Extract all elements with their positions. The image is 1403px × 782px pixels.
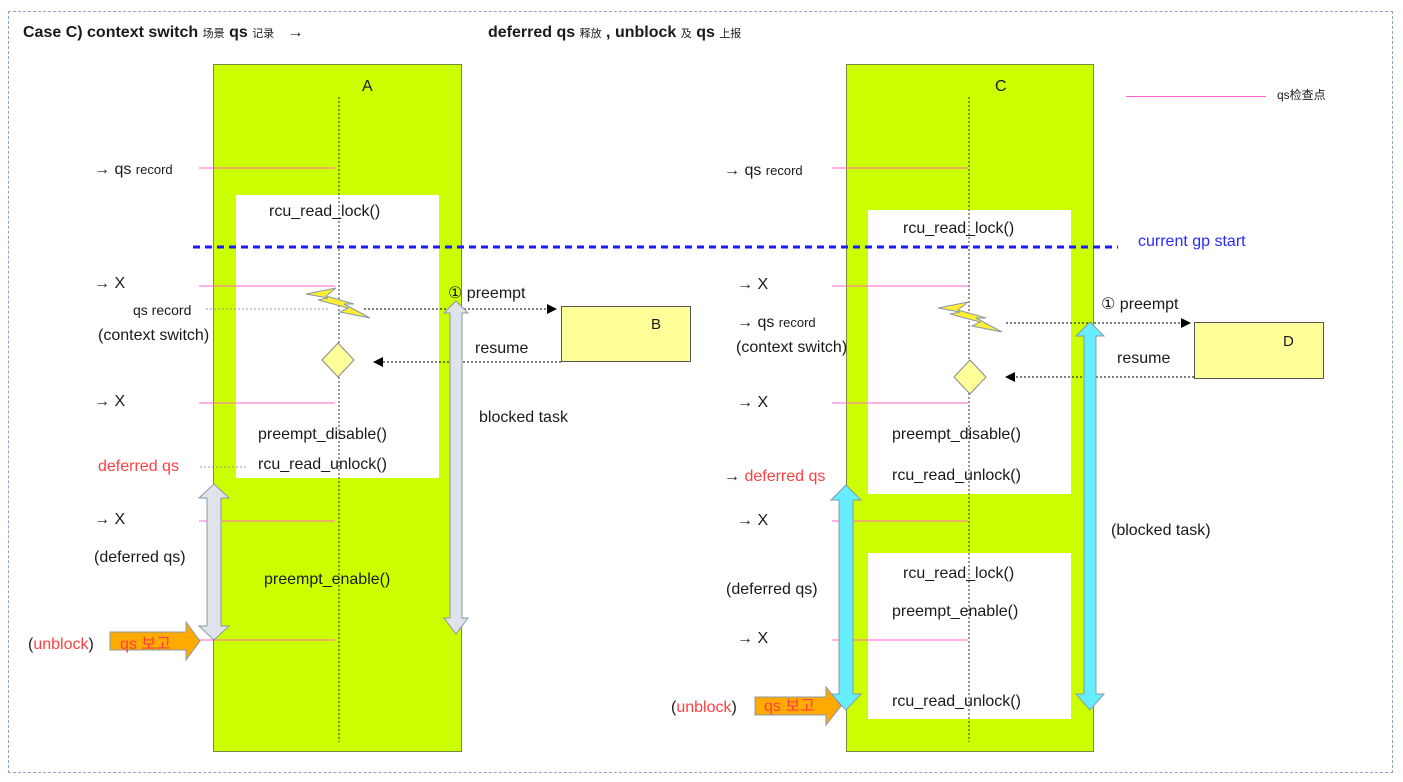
diagram-frame — [8, 11, 1393, 773]
rcu-read-unlock-c2: rcu_read_unlock() — [892, 693, 1021, 710]
task-d-box — [1194, 322, 1324, 379]
blocked-task-label-c: (blocked task) — [1111, 522, 1211, 539]
lightning-icon — [305, 287, 371, 319]
preempt-enable-a: preempt_enable() — [264, 571, 391, 588]
unblock-label-c: (unblock) — [671, 699, 737, 716]
context-switch-label-c: (context switch) — [736, 339, 848, 356]
preempt-enable-c: preempt_enable() — [892, 603, 1019, 620]
rcu-read-unlock-a: rcu_read_unlock() — [258, 456, 387, 473]
task-b-label: B — [651, 316, 662, 333]
gp-start-label: current gp start — [1138, 233, 1246, 250]
rcu-critical-box-c2 — [868, 553, 1071, 719]
x-label-c1: → X — [737, 276, 769, 293]
qs-report-label-c: qs 보고 — [764, 698, 815, 715]
diamond-icon — [953, 359, 987, 395]
deferred-qs-paren-c: (deferred qs) — [726, 581, 818, 598]
legend-label: qs检查点 — [1277, 88, 1326, 102]
x-label-c4: → X — [737, 630, 769, 647]
blocked-task-label-a: blocked task — [479, 409, 568, 426]
deferred-qs-arrow-a — [197, 483, 231, 641]
legend-line — [1126, 96, 1266, 97]
deferred-qs-label-c: → deferred qs — [724, 468, 826, 485]
qs-record-label-a: → qs record — [94, 161, 173, 178]
x-label-a2: → X — [94, 393, 126, 410]
diagram-title: Case C) context switch 场景 qs 记录 → — [23, 24, 304, 41]
blocked-task-arrow-c — [1074, 321, 1106, 711]
qs-report-label-a: qs 보고 — [120, 636, 171, 653]
x-label-a3: → X — [94, 511, 126, 528]
preempt-disable-a: preempt_disable() — [258, 426, 387, 443]
preempt-label-c: ① preempt — [1101, 296, 1179, 313]
resume-label-c: resume — [1117, 350, 1171, 367]
x-label-c2: → X — [737, 394, 769, 411]
qs-record-label-c: → qs record — [724, 162, 803, 179]
rcu-critical-box-a — [236, 195, 439, 478]
preempt-disable-c: preempt_disable() — [892, 426, 1021, 443]
rcu-read-lock-c2: rcu_read_lock() — [903, 565, 1015, 582]
deferred-qs-paren-a: (deferred qs) — [94, 549, 186, 566]
diagram-title-right: deferred qs 释放 , unblock 及 qs 上报 — [488, 24, 742, 41]
lightning-icon — [937, 301, 1003, 333]
unblock-label-a: (unblock) — [28, 636, 94, 653]
x-label-a1: → X — [94, 275, 126, 292]
rcu-read-lock-a: rcu_read_lock() — [269, 203, 381, 220]
preempt-label-a: ① preempt — [448, 285, 526, 302]
diamond-icon — [321, 342, 355, 378]
deferred-qs-arrow-c — [829, 484, 863, 711]
qs-report-arrow-c — [754, 685, 842, 727]
qs-record-label-c2: → qs record — [737, 314, 816, 331]
rcu-read-lock-c1: rcu_read_lock() — [903, 220, 1015, 237]
qs-record-label-a2: qs record — [133, 302, 192, 318]
blocked-task-arrow-a — [442, 300, 470, 635]
resume-label-a: resume — [475, 340, 529, 357]
deferred-qs-label-a: deferred qs — [98, 458, 179, 475]
x-label-c3: → X — [737, 512, 769, 529]
column-c-label: C — [995, 78, 1007, 95]
column-a-label: A — [362, 78, 373, 95]
task-d-label: D — [1283, 333, 1294, 350]
context-switch-label-a: (context switch) — [98, 327, 210, 344]
task-b-box — [561, 306, 691, 362]
rcu-read-unlock-c1: rcu_read_unlock() — [892, 467, 1021, 484]
qs-report-arrow-a — [109, 620, 201, 662]
